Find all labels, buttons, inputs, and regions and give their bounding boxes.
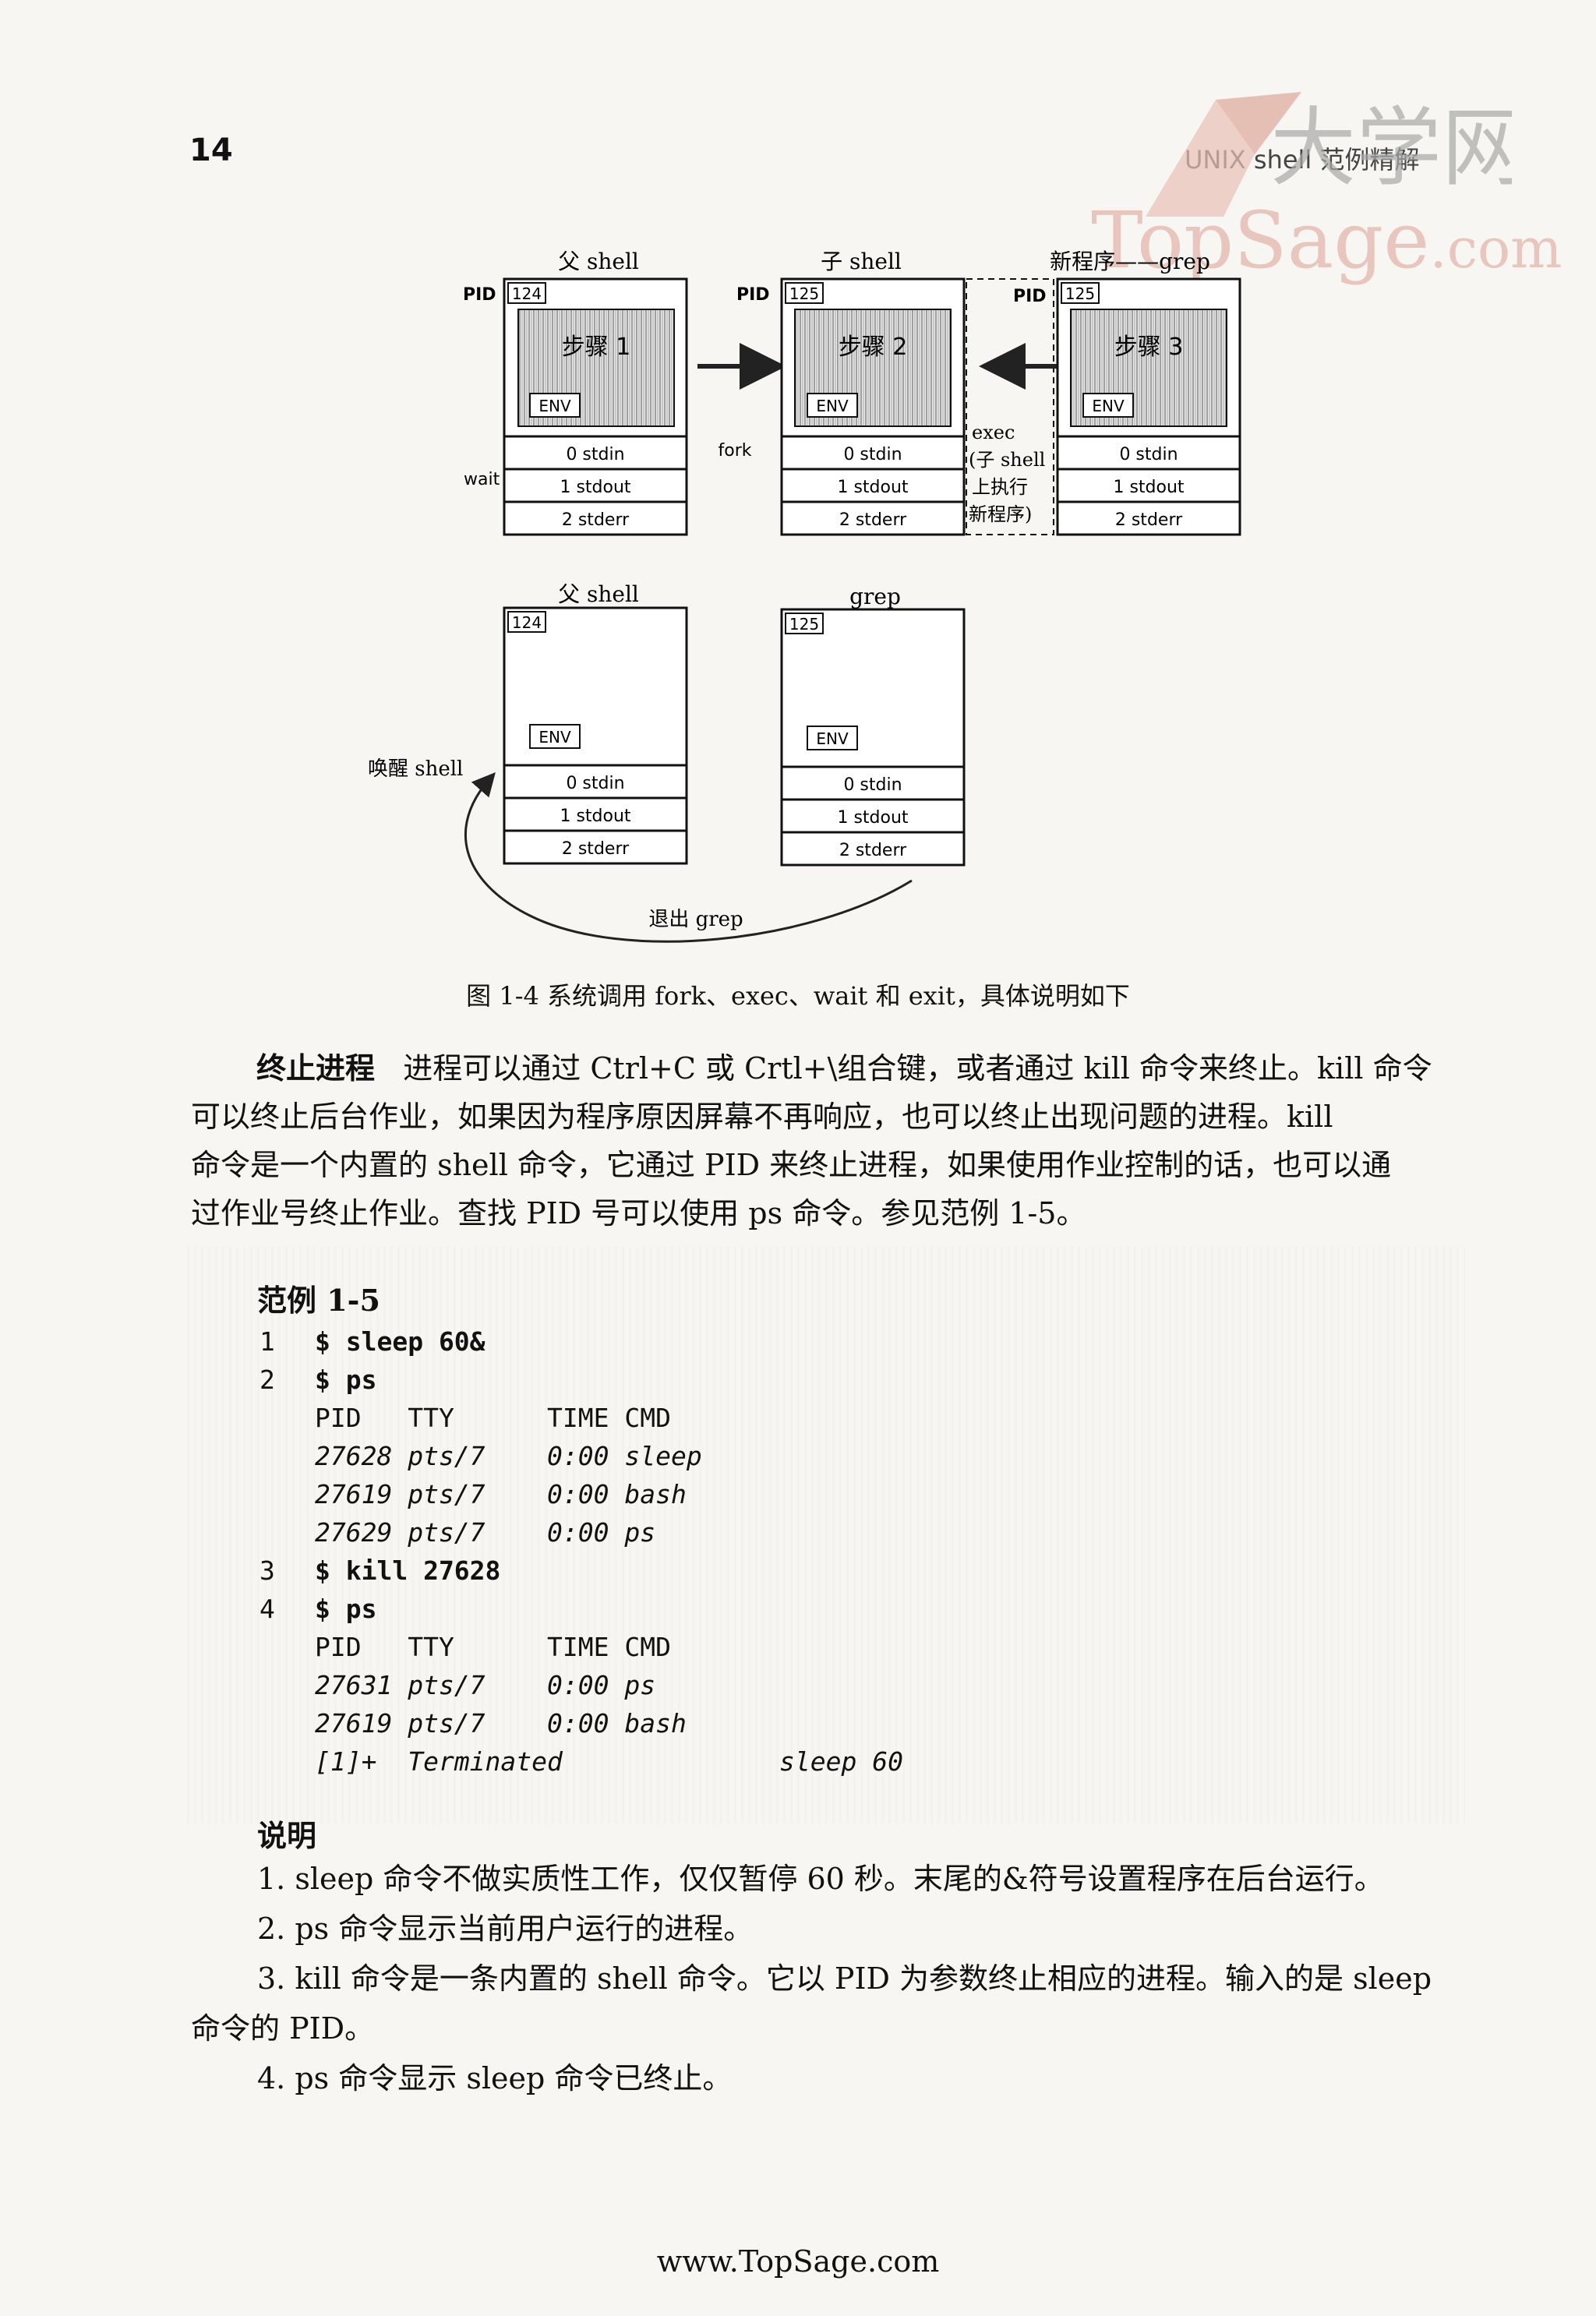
note-item-3: 3. kill 命令是一条内置的 shell 命令。它以 PID 为参数终止相应… <box>257 1961 1432 1996</box>
note-item-4: 4. ps 命令显示 sleep 命令已终止。 <box>257 2061 733 2095</box>
watermark-logo: 大学网 <box>1146 92 1512 217</box>
fd-stdout: 1 stdout <box>837 808 908 828</box>
fd-stdout: 1 stdout <box>1113 478 1184 497</box>
para-line-4: 过作业号终止作业。查找 PID 号可以使用 ps 命令。参见范例 1-5。 <box>191 1196 1086 1230</box>
exit-curve-arrow <box>464 772 913 943</box>
fd-stderr: 2 stderr <box>562 510 630 530</box>
paragraph: 终止进程 进程可以通过 Ctrl+C 或 Crtl+\组合键，或者通过 kill… <box>191 1044 1461 1237</box>
line-number: 1 <box>260 1326 275 1357</box>
step-label: 步骤 2 <box>839 334 908 361</box>
para-term: 终止进程 <box>256 1050 376 1086</box>
top-box2-title: 子 shell <box>821 249 902 274</box>
env-label: ENV <box>1092 397 1125 415</box>
code-output: PID TTY TIME CMD <box>315 1632 671 1662</box>
line-number: 3 <box>260 1555 275 1586</box>
para-line-2: 可以终止后台作业，如果因为程序原因屏幕不再响应，也可以终止出现问题的进程。kil… <box>191 1100 1333 1134</box>
code-output: 27628 pts/7 0:00 sleep <box>315 1441 702 1471</box>
code-command: $ ps <box>315 1365 377 1395</box>
watermark-site: TopSage.com <box>1091 195 1562 286</box>
top-box-child-shell: PID 125 步骤 2 ENV 0 stdin 1 stdout 2 stde… <box>736 277 966 536</box>
pid-value: 125 <box>1065 284 1095 303</box>
env-label: ENV <box>538 397 571 415</box>
fd-stdin: 0 stdin <box>843 775 902 795</box>
top-box3-title: 新程序——grep <box>1050 249 1210 274</box>
exec-line-2: (子 shell <box>969 449 1045 471</box>
pid-value: 125 <box>789 284 819 303</box>
footer-url: www.TopSage.com <box>656 2244 940 2279</box>
fd-stderr: 2 stderr <box>839 841 907 860</box>
bottom-box1-title: 父 shell <box>558 581 639 607</box>
scan-noise <box>187 1247 1465 1823</box>
fd-stderr: 2 stderr <box>839 510 907 530</box>
pid-label: PID <box>1013 287 1047 306</box>
bottom-box-parent-shell: 124 ENV 0 stdin 1 stdout 2 stderr <box>503 606 688 865</box>
fd-stdin: 0 stdin <box>566 774 624 793</box>
exec-line-3: 上执行 <box>972 476 1028 498</box>
para-line-1: 终止进程 进程可以通过 Ctrl+C 或 Crtl+\组合键，或者通过 kill… <box>256 1050 1432 1086</box>
figure-caption: 图 1-4 系统调用 fork、exec、wait 和 exit，具体说明如下 <box>466 981 1130 1011</box>
pid-value: 124 <box>512 284 542 303</box>
process-diagram: 父 shell 子 shell 新程序——grep PID 124 步骤 1 E… <box>368 249 1241 943</box>
fd-stdin: 0 stdin <box>566 445 624 464</box>
code-output: [1]+ Terminated sleep 60 <box>315 1746 903 1777</box>
step-label: 步骤 1 <box>562 334 631 361</box>
code-output: 27629 pts/7 0:00 ps <box>315 1517 656 1548</box>
pid-value: 124 <box>512 613 542 632</box>
env-label: ENV <box>816 397 849 415</box>
exec-line-1: exec <box>972 422 1015 443</box>
code-command: $ ps <box>315 1594 377 1624</box>
code-output: PID TTY TIME CMD <box>315 1403 671 1433</box>
wake-shell-label: 唤醒 shell <box>368 757 463 781</box>
line-number: 2 <box>260 1365 275 1395</box>
fd-stdout: 1 stdout <box>560 807 630 826</box>
notes-title: 说明 <box>257 1818 317 1853</box>
pid-label: PID <box>463 285 496 305</box>
exec-dashed-box <box>966 278 1054 535</box>
step-label: 步骤 3 <box>1114 334 1184 361</box>
code-output: 27619 pts/7 0:00 bash <box>315 1479 687 1509</box>
fd-stdin: 0 stdin <box>1119 445 1178 464</box>
fd-stdin: 0 stdin <box>843 445 902 464</box>
code-output: 27619 pts/7 0:00 bash <box>315 1708 687 1739</box>
note-item-2: 2. ps 命令显示当前用户运行的进程。 <box>257 1912 754 1946</box>
page-number: 14 <box>189 132 233 168</box>
svg-text:大学网: 大学网 <box>1270 98 1512 198</box>
code-command: $ sleep 60& <box>315 1326 486 1357</box>
exec-line-4: 新程序) <box>969 503 1032 525</box>
fd-stdout: 1 stdout <box>837 478 908 497</box>
code-command: $ kill 27628 <box>315 1555 501 1586</box>
note-item-1: 1. sleep 命令不做实质性工作，仅仅暂停 60 秒。末尾的&符号设置程序在… <box>257 1862 1384 1896</box>
top-box-parent-shell: PID 124 步骤 1 ENV 0 stdin 1 stdout 2 stde… <box>463 277 688 536</box>
top-box1-title: 父 shell <box>558 249 639 274</box>
para-line-3: 命令是一个内置的 shell 命令，它通过 PID 来终止进程，如果使用作业控制… <box>191 1148 1392 1182</box>
fd-stderr: 2 stderr <box>562 839 630 859</box>
code-output: 27631 pts/7 0:00 ps <box>315 1670 656 1700</box>
env-label: ENV <box>538 728 571 747</box>
fd-stdout: 1 stdout <box>560 478 630 497</box>
top-box-new-program: PID 125 步骤 3 ENV 0 stdin 1 stdout 2 stde… <box>1013 277 1241 536</box>
fork-label: fork <box>719 441 752 461</box>
env-label: ENV <box>816 729 849 748</box>
pid-label: PID <box>736 285 770 305</box>
exit-grep-label: 退出 grep <box>648 908 743 931</box>
example-title: 范例 1-5 <box>257 1283 380 1318</box>
line-number: 4 <box>260 1594 275 1624</box>
note-item-3-cont: 命令的 PID。 <box>191 2011 375 2046</box>
fd-stderr: 2 stderr <box>1115 510 1183 530</box>
wait-label: wait <box>464 470 500 489</box>
bottom-box-grep: 125 ENV 0 stdin 1 stdout 2 stderr <box>780 608 966 867</box>
bottom-box2-title: grep <box>849 584 901 609</box>
pid-value: 125 <box>789 615 819 634</box>
